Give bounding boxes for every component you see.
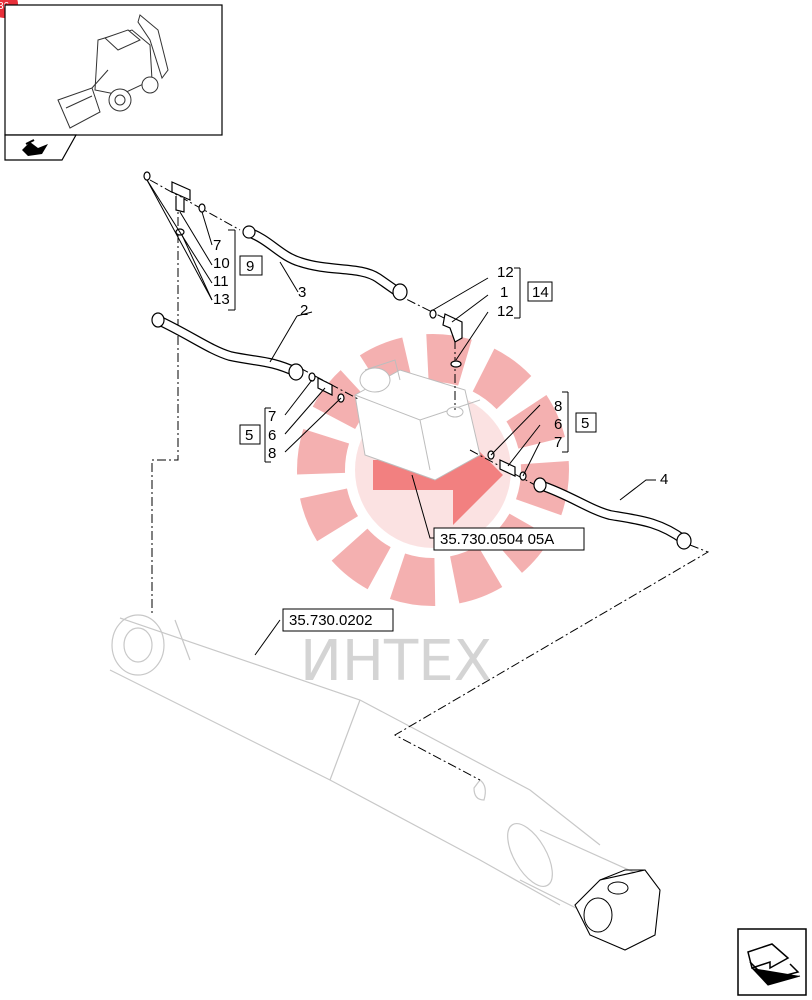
valve-reference: 35.730.0504 05A [440, 531, 554, 548]
pipe-2 [151, 312, 304, 381]
callout-9: 9 [246, 258, 254, 275]
callout-box-5-left [239, 424, 261, 445]
callout-8-left: 8 [268, 445, 276, 462]
callout-11: 11 [213, 273, 229, 290]
callout-labels: 7 10 11 13 9 3 2 12 1 12 14 7 6 8 5 8 6 … [213, 237, 668, 488]
callout-7-left: 7 [268, 408, 276, 425]
callout-6-right: 6 [554, 416, 562, 433]
valve-block [354, 359, 481, 481]
backhoe-loader-icon [57, 14, 169, 129]
callout-7-upper: 7 [213, 237, 221, 254]
callout-14: 14 [532, 284, 549, 301]
callout-box-9 [239, 255, 263, 276]
callout-3: 3 [298, 284, 306, 301]
callout-8-right: 8 [554, 398, 562, 415]
callout-box-5-right [575, 412, 597, 433]
cylinder-reference: 35.730.0202 [289, 612, 372, 629]
elbow-fitting-assembly [429, 309, 463, 368]
thumbnail-tab-icon [22, 139, 48, 156]
callout-12-lower: 12 [497, 303, 514, 320]
callout-1: 1 [500, 284, 508, 301]
thumbnail-panel [4, 4, 223, 161]
callout-5-left: 5 [245, 427, 253, 444]
callout-4: 4 [660, 471, 668, 488]
adapter-assembly-left [308, 372, 345, 403]
callout-5-right: 5 [581, 415, 589, 432]
pipe-4 [533, 477, 692, 550]
callout-6-left: 6 [268, 427, 276, 444]
next-page-arrow-icon[interactable] [737, 928, 807, 996]
callout-13: 13 [213, 291, 230, 308]
callout-12-upper: 12 [497, 264, 514, 281]
watermark-text: ИНТЕХ [300, 629, 492, 694]
leader-lines [146, 179, 656, 656]
callout-7-right: 7 [554, 434, 562, 451]
pipe-3 [242, 225, 408, 301]
valve-reference-box [433, 527, 585, 551]
callout-10: 10 [213, 255, 230, 272]
callout-box-14 [527, 281, 553, 302]
cylinder-reference-box [282, 608, 394, 632]
hydraulic-cylinder [109, 614, 661, 951]
tee-fitting-assembly [143, 171, 206, 236]
callout-2: 2 [300, 302, 308, 319]
reference-boxes: 35.730.0504 05A 35.730.0202 [282, 527, 585, 632]
